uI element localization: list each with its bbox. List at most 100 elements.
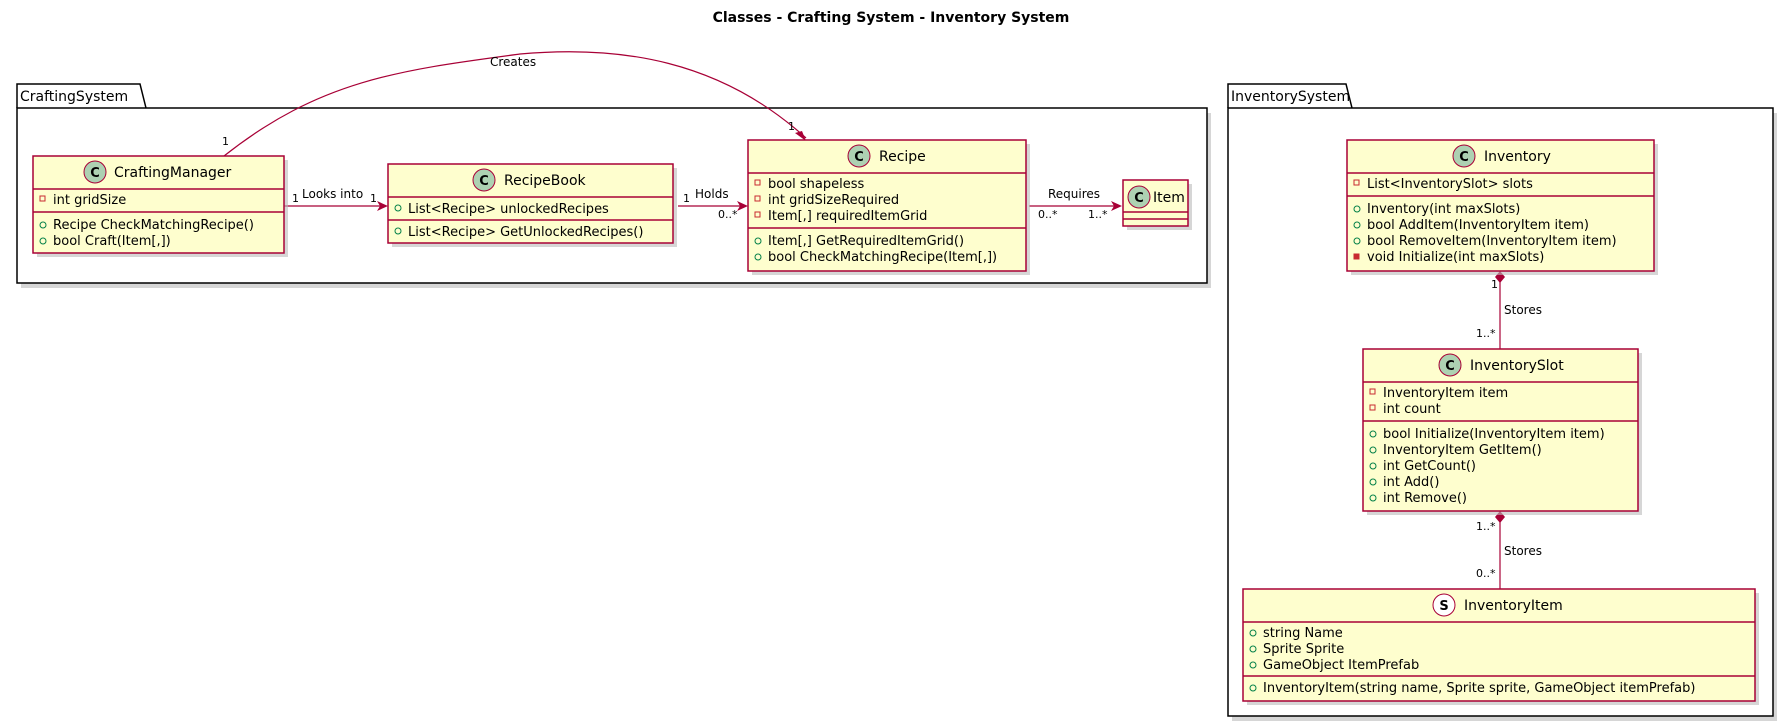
mult-creates-to: 1 [788,120,795,133]
private-marker-icon [754,179,761,186]
mult-requires-from: 0..* [1038,208,1058,221]
edge-creates-arrow [795,131,806,141]
class-stereotype-letter: C [1459,150,1469,165]
class-method: bool AddItem(InventoryItem item) [1367,218,1589,233]
private-marker-icon [754,211,761,218]
private-marker-icon [754,195,761,202]
class-name: Recipe [879,149,926,165]
class-recipe-book: C RecipeBook List<Recipe> unlockedRecipe… [387,163,677,247]
class-inventory: C Inventory List<InventorySlot> slots In… [1346,139,1658,275]
public-marker-icon [754,253,762,261]
class-stereotype-letter: C [1445,359,1455,374]
class-method: List<Recipe> GetUnlockedRecipes() [408,225,643,240]
public-marker-icon [394,227,402,235]
class-method: InventoryItem(string name, Sprite sprite… [1263,681,1695,696]
class-method: Inventory(int maxSlots) [1367,202,1520,217]
public-marker-icon [1249,645,1257,653]
edge-label-holds: Holds [695,187,729,201]
public-marker-icon [1369,462,1377,470]
class-method: bool Craft(Item[,]) [53,234,171,249]
package-label-crafting: CraftingSystem [20,89,128,105]
class-crafting-manager: C CraftingManager int gridSize Recipe Ch… [32,155,288,257]
mult-looks-into-from: 1 [292,192,299,205]
class-circle-icon [847,144,871,168]
class-name: InventoryItem [1464,598,1563,614]
edge-label-stores-slots: Stores [1504,303,1542,317]
mult-holds-to: 0..* [718,208,738,221]
struct-circle-icon [1432,593,1456,617]
mult-creates-from: 1 [222,135,229,148]
class-method: int Remove() [1383,491,1467,506]
class-field: List<Recipe> unlockedRecipes [408,202,609,217]
public-marker-icon [1353,221,1361,229]
public-marker-icon [1369,430,1377,438]
class-field: int gridSize [53,193,126,208]
public-marker-icon [1353,205,1361,213]
edge-label-stores-items: Stores [1504,544,1542,558]
private-marker-icon [1369,404,1376,411]
class-method: Recipe CheckMatchingRecipe() [53,218,254,233]
class-method: int GetCount() [1383,459,1476,474]
private-marker-icon [39,195,46,202]
class-circle-icon [1452,144,1476,168]
public-marker-icon [394,204,402,212]
public-marker-icon [39,221,47,229]
class-stereotype-letter: C [1134,191,1144,206]
class-field: InventoryItem item [1383,386,1508,401]
edge-label-looks-into: Looks into [302,187,363,201]
class-name: RecipeBook [504,173,587,189]
edge-requires-arrow [1111,201,1122,211]
mult-stores-items-from: 1..* [1476,520,1496,533]
class-field: bool shapeless [768,177,865,192]
class-field: Sprite Sprite [1263,642,1344,657]
mult-requires-to: 1..* [1088,208,1108,221]
class-name: CraftingManager [114,165,232,181]
mult-looks-into-to: 1 [370,192,377,205]
class-field: int count [1383,402,1441,417]
class-recipe: C Recipe bool shapeless int gridSizeRequ… [747,139,1030,275]
class-method: Item[,] GetRequiredItemGrid() [768,234,964,249]
edge-label-creates: Creates [490,55,536,69]
package-label-inventory: InventorySystem [1231,89,1350,105]
class-field: string Name [1263,626,1343,641]
class-field: Item[,] requiredItemGrid [768,209,927,224]
class-stereotype-letter: C [90,166,100,181]
public-marker-icon [1369,494,1377,502]
public-marker-icon [1353,237,1361,245]
class-circle-icon [83,160,107,184]
private-marker-icon [1369,388,1376,395]
class-name: InventorySlot [1470,358,1564,374]
class-method: bool RemoveItem(InventoryItem item) [1367,234,1617,249]
class-inventory-item: S InventoryItem string Name Sprite Sprit… [1242,588,1759,705]
public-marker-icon [39,237,47,245]
public-marker-icon [1249,661,1257,669]
class-method: InventoryItem GetItem() [1383,443,1542,458]
class-circle-icon [1127,185,1151,209]
class-name: Item [1153,190,1185,206]
class-method: bool Initialize(InventoryItem item) [1383,427,1605,442]
mult-stores-slots-to: 1..* [1476,327,1496,340]
edge-holds-arrow [737,201,748,211]
mult-holds-from: 1 [683,192,690,205]
edges: Creates 1 1 Looks into 1 1 Holds 1 0..* … [222,51,1542,589]
class-inventory-slot: C InventorySlot InventoryItem item int c… [1362,348,1642,515]
public-marker-icon [754,237,762,245]
diagram-title: Classes - Crafting System - Inventory Sy… [713,10,1070,26]
class-circle-icon [1438,353,1462,377]
public-marker-icon [1369,478,1377,486]
public-marker-icon [1249,684,1257,692]
class-name: Inventory [1484,149,1551,165]
class-stereotype-letter: C [479,174,489,189]
class-field: List<InventorySlot> slots [1367,177,1533,192]
class-method: int Add() [1383,475,1439,490]
private-method-marker-icon [1353,253,1360,260]
class-field: int gridSizeRequired [768,193,899,208]
public-marker-icon [1249,629,1257,637]
edge-looks-into-arrow [377,201,388,211]
class-stereotype-letter: S [1439,599,1448,614]
public-marker-icon [1369,446,1377,454]
class-method: bool CheckMatchingRecipe(Item[,]) [768,250,997,265]
private-marker-icon [1353,179,1360,186]
mult-stores-slots-from: 1 [1491,278,1498,291]
